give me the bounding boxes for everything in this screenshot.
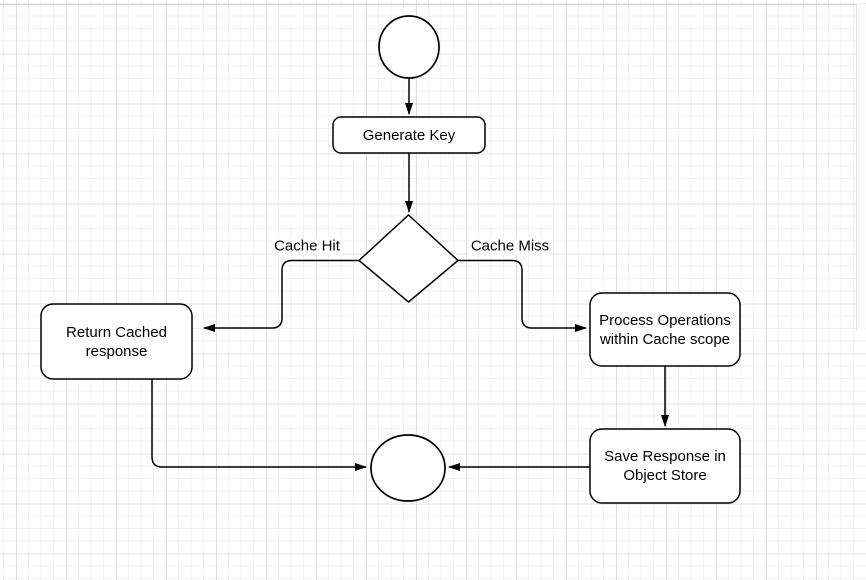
generate-key-node[interactable] <box>332 116 486 154</box>
end-node-circle[interactable] <box>370 434 446 502</box>
start-node-circle[interactable] <box>378 15 440 79</box>
process-operations-node[interactable] <box>589 292 741 367</box>
edge-return-to-end[interactable] <box>151 379 367 471</box>
edge-decision-cache-miss[interactable] <box>458 259 587 332</box>
vertical-scrollbar-track[interactable] <box>856 4 866 330</box>
return-cached-node[interactable] <box>40 303 193 380</box>
save-response-node[interactable] <box>589 428 741 504</box>
edge-decision-cache-hit[interactable] <box>203 259 359 332</box>
decision-diamond[interactable] <box>357 213 460 303</box>
